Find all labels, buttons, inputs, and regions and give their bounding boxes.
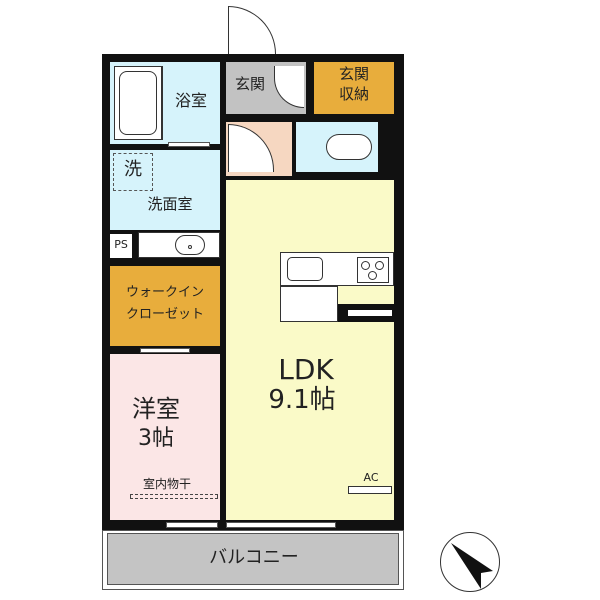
entrance-storage-label-1: 玄関: [338, 65, 369, 83]
ldk-size-label: 9.1帖: [268, 385, 336, 415]
washing-machine-area: 洗: [113, 153, 153, 191]
ps-label: PS: [114, 238, 128, 251]
hallway: [226, 122, 292, 176]
walkin-closet: ウォークイン クローゼット: [110, 266, 220, 346]
western-room-label-2: 3帖: [138, 426, 174, 451]
walkin-closet-label-1: ウォークイン: [125, 285, 204, 300]
balcony-label: バルコニー: [209, 547, 299, 568]
pipe-space: PS: [110, 234, 132, 258]
toilet-icon: [326, 134, 372, 160]
entrance-storage: 玄関 収納: [314, 62, 394, 114]
entrance-label: 玄関: [234, 75, 265, 93]
ac-label: AC: [363, 471, 379, 484]
western-room-label-1: 洋室: [132, 395, 180, 423]
drying-rod: [130, 494, 218, 499]
washing-machine-label: 洗: [124, 159, 142, 180]
washbasin-counter: [138, 232, 220, 258]
window-western[interactable]: [166, 522, 218, 528]
washroom: 洗 洗面室: [110, 150, 220, 230]
hall-door-swing: [228, 124, 274, 172]
bathroom-door[interactable]: [168, 142, 210, 147]
western-room: 洋室 3帖 室内物干: [110, 354, 220, 520]
walkin-closet-door[interactable]: [140, 348, 190, 353]
entrance-storage-label-2: 収納: [338, 85, 369, 103]
washroom-label: 洗面室: [147, 195, 193, 213]
washbasin-icon: [175, 235, 205, 255]
balcony: バルコニー: [102, 530, 404, 590]
ldk-label: LDK: [278, 353, 334, 386]
kitchen-lower-counter: [280, 286, 338, 322]
air-conditioner-icon: [348, 486, 392, 494]
bathroom: 浴室: [110, 62, 220, 144]
stove-icon: [357, 257, 389, 283]
entrance-door-swing[interactable]: [228, 6, 276, 54]
sink-icon: [287, 257, 323, 281]
bathroom-label: 浴室: [174, 91, 207, 110]
compass-north-arrow-icon: [440, 532, 500, 592]
indoor-drying-label: 室内物干: [142, 477, 191, 491]
window-ldk[interactable]: [226, 522, 336, 528]
entrance-storage-door-swing: [274, 66, 304, 108]
bathtub-icon: [114, 66, 162, 140]
entrance: 玄関: [226, 62, 306, 114]
kitchen-counter: [280, 252, 394, 286]
ldk: LDK 9.1帖 AC: [226, 180, 394, 520]
toilet-room: [296, 122, 378, 172]
walkin-closet-label-2: クローゼット: [125, 307, 204, 322]
